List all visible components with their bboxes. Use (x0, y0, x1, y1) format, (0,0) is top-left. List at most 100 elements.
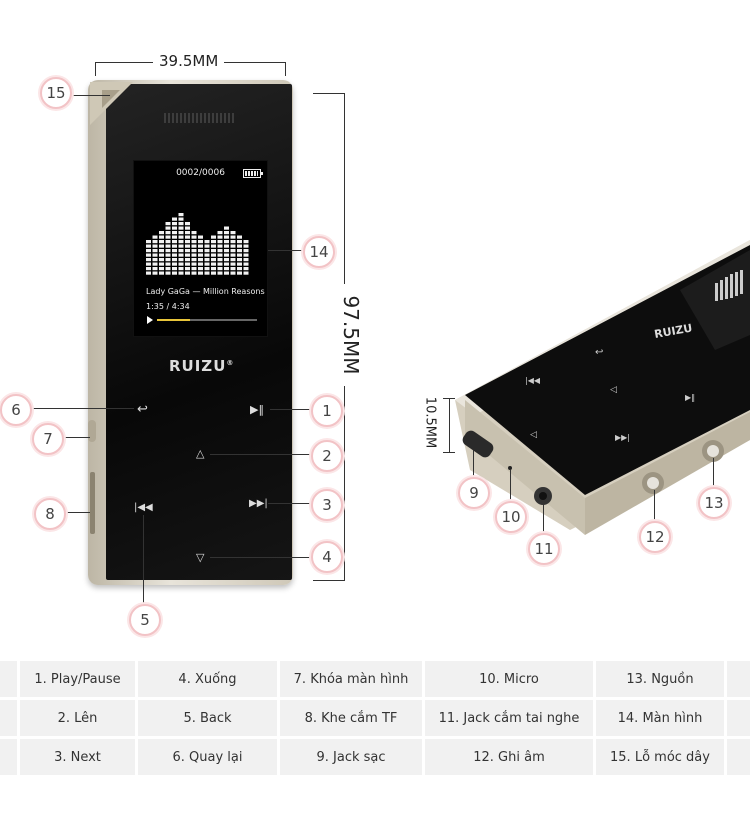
eq-block (172, 231, 177, 235)
eq-block (211, 262, 216, 266)
eq-block (237, 240, 242, 244)
eq-block (217, 262, 223, 266)
eq-block (172, 244, 177, 248)
next-icon[interactable]: ▶▶| (249, 498, 268, 509)
leader-13 (713, 458, 714, 490)
eq-block (185, 249, 190, 253)
lock-switch[interactable] (88, 420, 96, 442)
eq-block (204, 253, 210, 257)
side-eq-bars (715, 270, 743, 301)
eq-block (230, 231, 236, 235)
width-dim-tick (285, 62, 286, 76)
leader-2 (210, 454, 312, 455)
callout-12: 12 (639, 521, 671, 553)
eq-block (185, 262, 190, 266)
eq-block (211, 258, 216, 262)
eq-block (211, 267, 216, 271)
up-icon[interactable]: △ (196, 447, 205, 460)
eq-block (191, 253, 197, 257)
callout-15: 15 (40, 77, 72, 109)
eq-block (217, 267, 223, 271)
previous-icon[interactable]: |◀◀ (134, 502, 153, 513)
legend-edge (727, 661, 750, 697)
svg-text:|◀◀: |◀◀ (525, 376, 541, 385)
eq-block (165, 244, 171, 248)
eq-block (178, 258, 184, 262)
eq-block (204, 271, 210, 275)
callout-10: 10 (495, 501, 527, 533)
progress-bar (157, 319, 257, 321)
eq-block (165, 226, 171, 230)
leader-3 (268, 503, 312, 504)
legend-cell: 6. Quay lại (138, 739, 277, 775)
eq-block (165, 240, 171, 244)
callout-9: 9 (458, 477, 490, 509)
eq-block (159, 262, 164, 266)
eq-block (178, 267, 184, 271)
eq-block (243, 244, 249, 248)
eq-block (211, 271, 216, 275)
speaker-grille (164, 113, 234, 123)
back-icon[interactable]: ↩ (137, 402, 148, 417)
eq-block (185, 226, 190, 230)
eq-block (178, 271, 184, 275)
eq-block (204, 262, 210, 266)
progress-fill (157, 319, 190, 321)
eq-block (198, 249, 203, 253)
eq-block (243, 271, 249, 275)
eq-block (198, 244, 203, 248)
thickness-dim-tick (443, 398, 455, 399)
eq-block (146, 249, 151, 253)
eq-block (191, 262, 197, 266)
eq-block (237, 262, 242, 266)
leader-10 (510, 470, 511, 502)
mic-hole (508, 466, 512, 470)
play-pause-icon[interactable]: ▶‖ (250, 403, 264, 416)
callout-8: 8 (34, 498, 66, 530)
leader-9 (473, 450, 474, 478)
eq-block (165, 267, 171, 271)
eq-block (217, 271, 223, 275)
eq-block (172, 235, 177, 239)
thickness-label: 10.5MM (422, 396, 438, 449)
eq-block (159, 231, 164, 235)
callout-3: 3 (311, 489, 343, 521)
eq-block (230, 249, 236, 253)
device-screen: 0002/0006 Lady GaGa — Million Reasons 1:… (133, 160, 268, 337)
eq-block (146, 244, 151, 248)
song-title: Lady GaGa — Million Reasons (146, 287, 265, 296)
callout-2: 2 (311, 440, 343, 472)
eq-block (152, 258, 158, 262)
callout-1: 1 (311, 395, 343, 427)
eq-block (224, 235, 229, 239)
tf-slot (90, 472, 95, 534)
legend-edge (0, 700, 17, 736)
legend-cell: 3. Next (20, 739, 135, 775)
eq-block (146, 262, 151, 266)
eq-block (198, 258, 203, 262)
eq-block (185, 231, 190, 235)
eq-block (230, 271, 236, 275)
callout-11: 11 (528, 533, 560, 565)
eq-block (191, 240, 197, 244)
eq-block (237, 267, 242, 271)
eq-block (172, 253, 177, 257)
eq-block (224, 271, 229, 275)
callout-4: 4 (311, 541, 343, 573)
play-icon (147, 316, 153, 324)
leader-11 (543, 500, 544, 534)
eq-block (224, 226, 229, 230)
legend-cell: 8. Khe cắm TF (280, 700, 422, 736)
eq-block (204, 240, 210, 244)
eq-block (146, 267, 151, 271)
thickness-dim-line (449, 398, 450, 452)
down-icon[interactable]: ▽ (196, 551, 205, 564)
eq-block (159, 253, 164, 257)
svg-text:▶▶|: ▶▶| (615, 433, 630, 442)
eq-block (165, 258, 171, 262)
eq-block (191, 267, 197, 271)
eq-block (172, 258, 177, 262)
legend-cell: 10. Micro (425, 661, 593, 697)
eq-block (152, 249, 158, 253)
eq-block (224, 240, 229, 244)
